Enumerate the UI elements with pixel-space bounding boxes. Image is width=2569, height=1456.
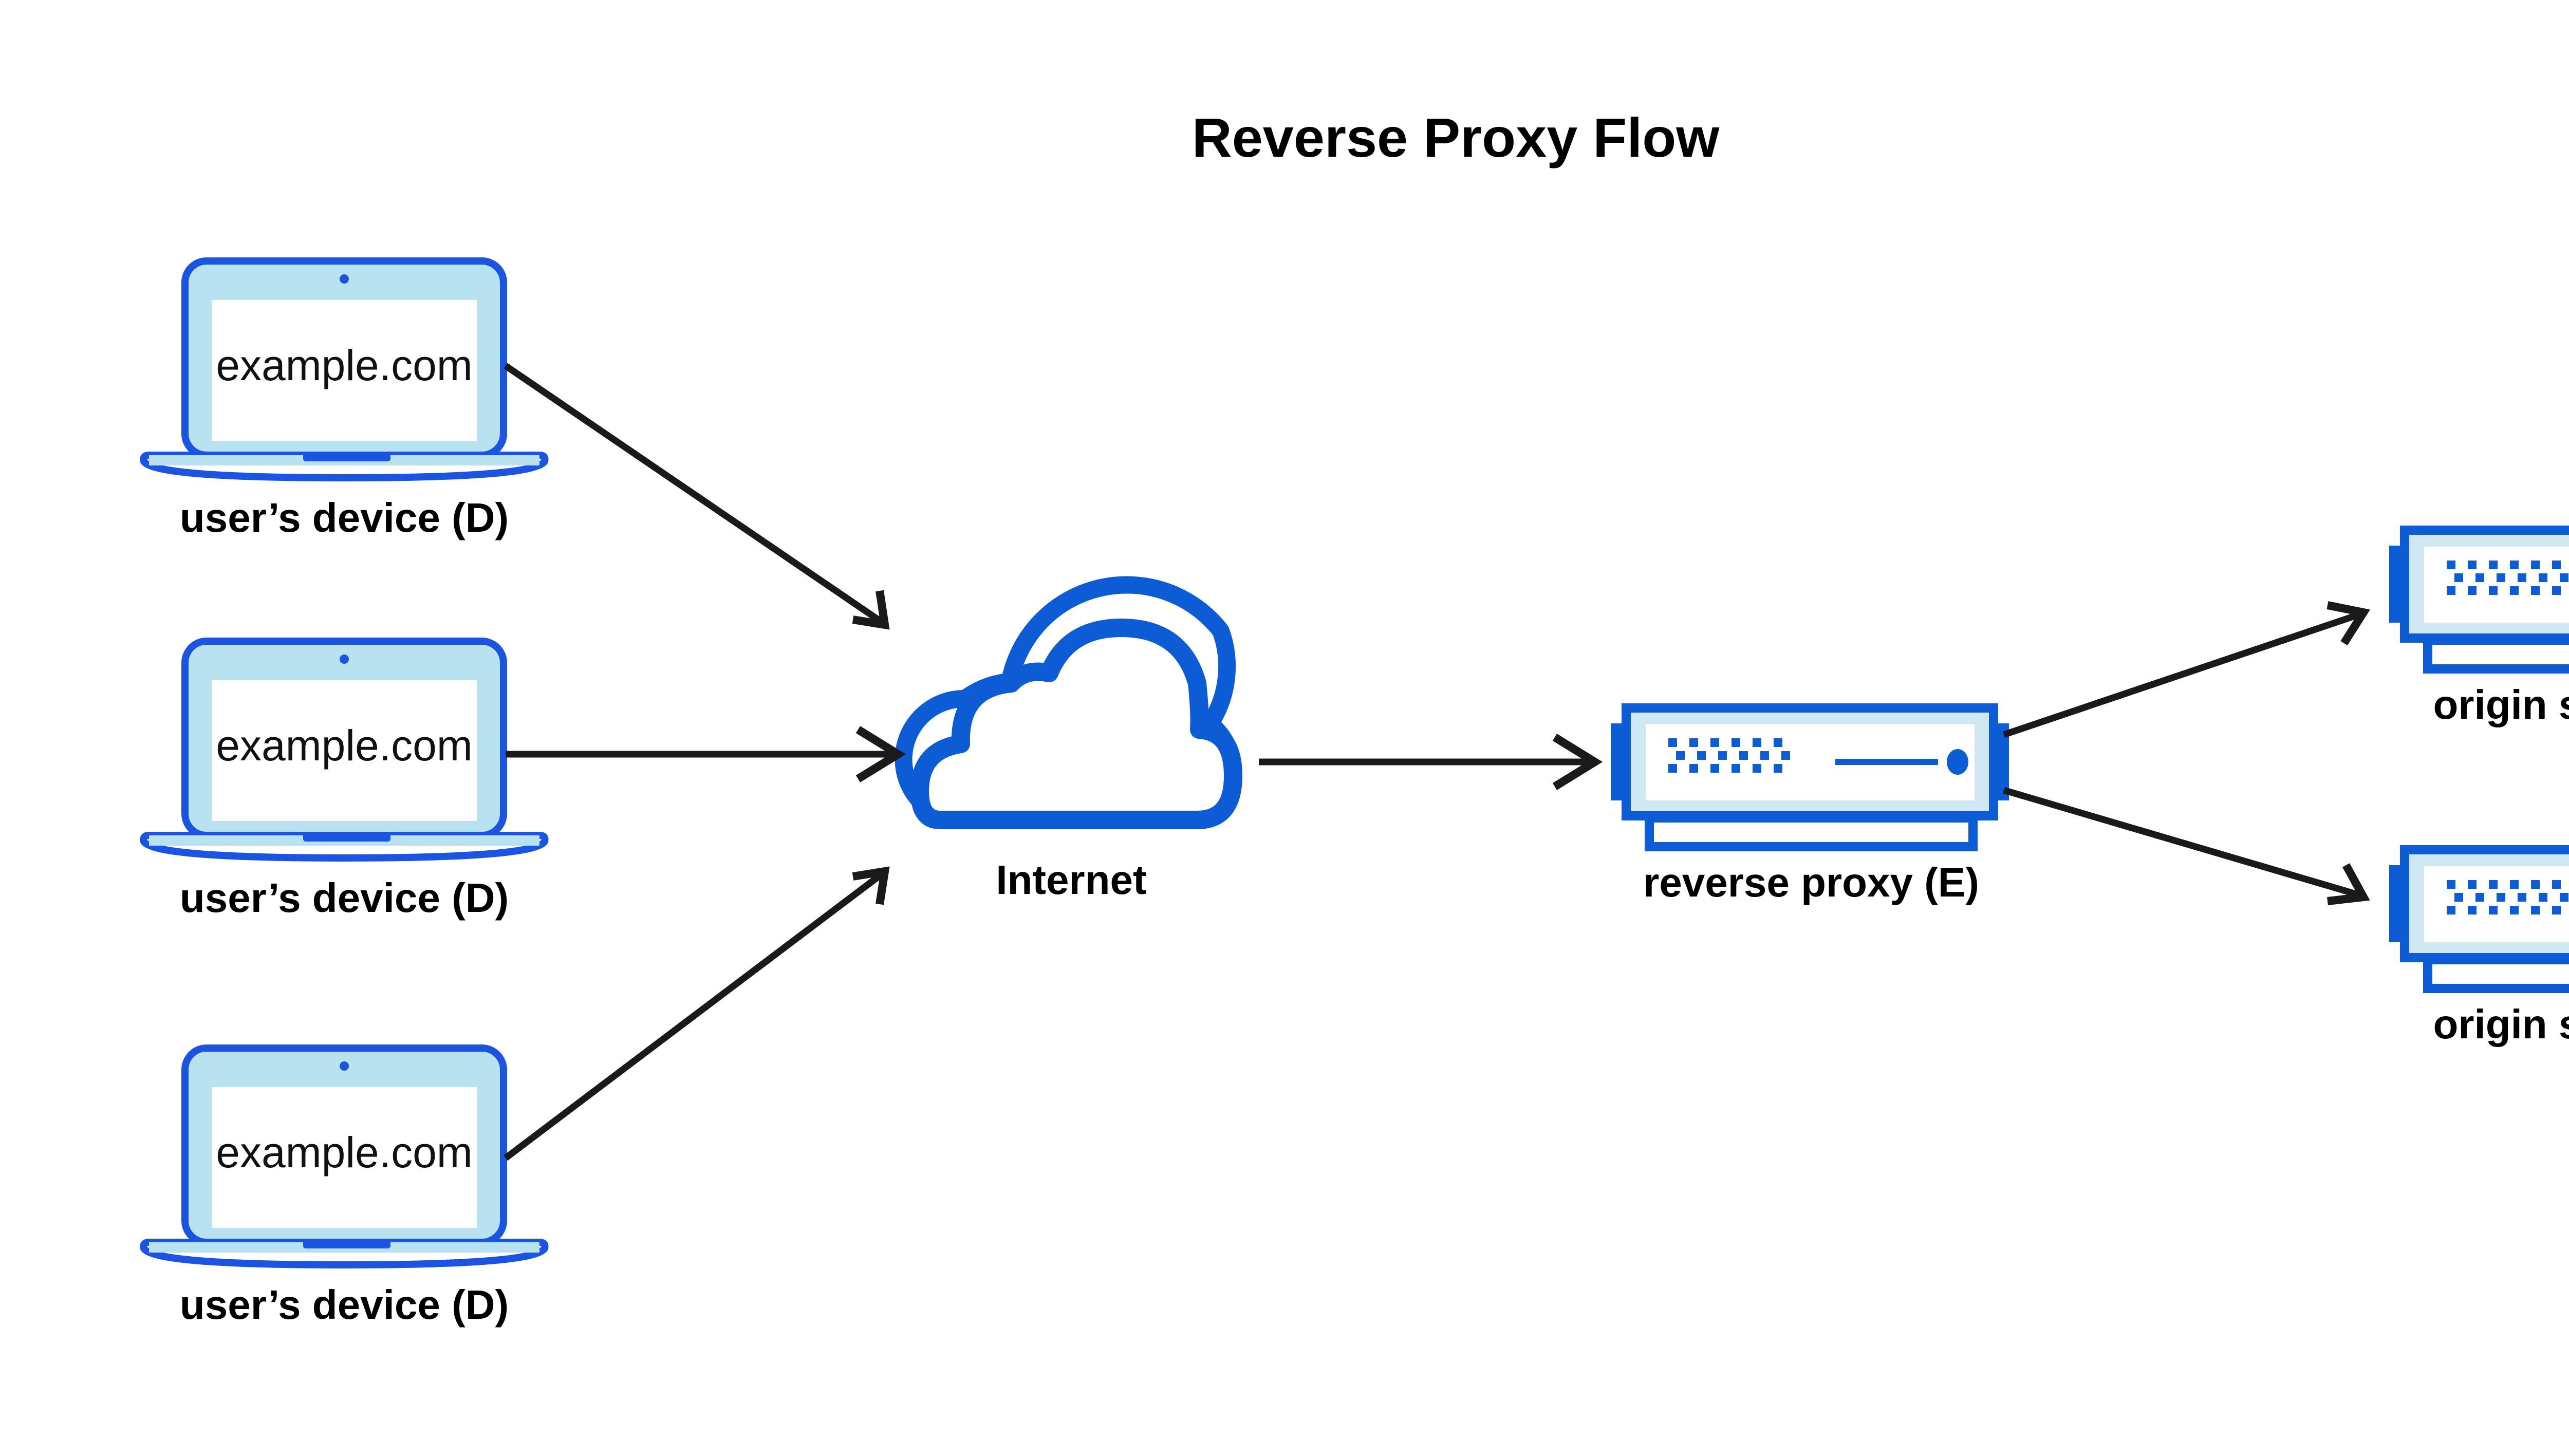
- server-base: [2423, 955, 2569, 993]
- server-status-line-icon: [1835, 759, 1938, 765]
- server-base: [2423, 636, 2569, 674]
- edge-device-middle-to-cloud: [506, 726, 906, 782]
- laptop-screen: [212, 680, 477, 821]
- edge-device-top-to-cloud: [504, 363, 890, 630]
- screen-url-text: example.com: [216, 1128, 473, 1177]
- screen-url-text: example.com: [216, 341, 473, 389]
- device-top-label: user’s device (D): [180, 495, 509, 540]
- server-dot-grid-icon: [2447, 880, 2568, 914]
- laptop-screen: [212, 300, 477, 441]
- trackpad-notch: [303, 453, 390, 461]
- origin-bottom-label: origin server (F): [2433, 1001, 2569, 1047]
- edge-proxy-to-origin-bottom: [2003, 787, 2370, 905]
- cloud-outline-icon: [910, 619, 1242, 829]
- edge-device-bottom-to-cloud: [504, 866, 890, 1161]
- server-base: [1645, 813, 1978, 851]
- edge-proxy-to-origin-top: [2002, 601, 2370, 738]
- origin-top[interactable]: origin server (F): [2389, 526, 2569, 727]
- device-middle[interactable]: example.com user’s device (D): [140, 638, 549, 921]
- trackpad-notch: [303, 833, 390, 842]
- device-bottom[interactable]: example.com user’s device (D): [140, 1044, 549, 1328]
- device-top[interactable]: example.com user’s device (D): [140, 257, 549, 540]
- camera-dot-icon: [340, 655, 349, 664]
- camera-dot-icon: [340, 274, 349, 284]
- reverse-proxy[interactable]: reverse proxy (E): [1611, 703, 2009, 905]
- trackpad-notch: [303, 1240, 390, 1248]
- camera-dot-icon: [340, 1061, 349, 1071]
- origin-bottom[interactable]: origin server (F): [2389, 845, 2569, 1047]
- device-middle-label: user’s device (D): [180, 875, 509, 921]
- page-title: Reverse Proxy Flow: [1192, 106, 1720, 169]
- server-dot-grid-icon: [2447, 561, 2568, 595]
- server-panel: [2424, 866, 2569, 942]
- reverse-proxy-label: reverse proxy (E): [1643, 860, 1979, 905]
- internet-cloud[interactable]: Internet: [895, 576, 1242, 903]
- server-status-dot-icon: [1947, 749, 1968, 775]
- server-panel: [2424, 547, 2569, 623]
- device-bottom-label: user’s device (D): [180, 1282, 509, 1328]
- laptop-screen: [212, 1087, 477, 1228]
- origin-top-label: origin server (F): [2433, 682, 2569, 727]
- server-dot-grid-icon: [1668, 738, 1790, 773]
- screen-url-text: example.com: [216, 721, 473, 770]
- edge-cloud-to-proxy: [1259, 734, 1603, 790]
- internet-cloud-label: Internet: [996, 857, 1146, 903]
